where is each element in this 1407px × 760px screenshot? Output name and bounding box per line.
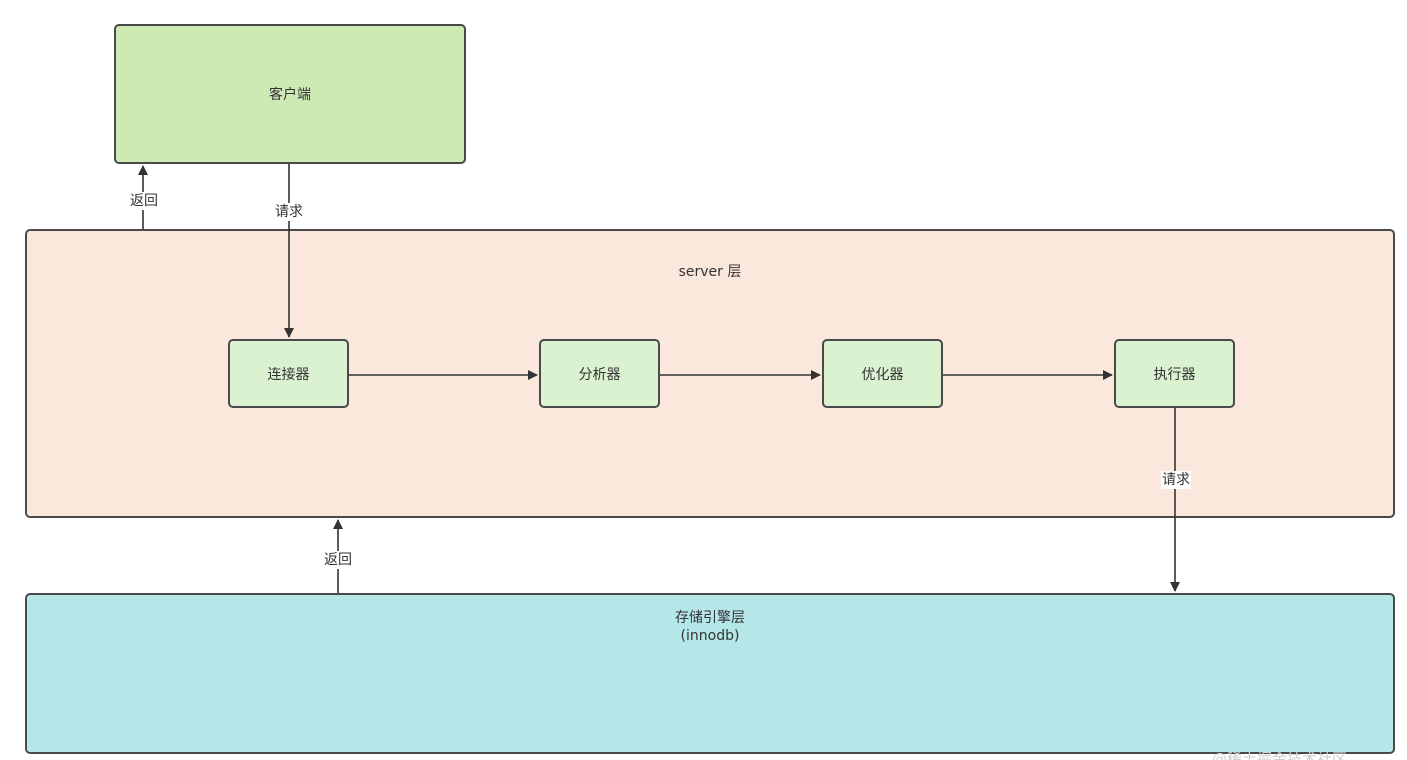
watermark: @稀土掘金技术社区	[1212, 750, 1348, 760]
edge-label-request-top: 请求	[274, 203, 304, 221]
executor-box: 执行器	[1114, 339, 1235, 408]
client-box: 客户端	[114, 24, 466, 164]
connector-box: 连接器	[228, 339, 349, 408]
analyzer-box: 分析器	[539, 339, 660, 408]
edge-label-return-bottom: 返回	[323, 551, 353, 569]
storage-engine-layer: 存储引擎层 (innodb)	[25, 593, 1395, 754]
storage-layer-name: 存储引擎层	[675, 610, 745, 626]
analyzer-label: 分析器	[578, 366, 621, 383]
executor-label: 执行器	[1153, 366, 1196, 383]
storage-engine-name: (innodb)	[680, 628, 740, 644]
optimizer-label: 优化器	[861, 366, 904, 383]
client-label: 客户端	[269, 87, 311, 103]
server-layer-title: server 层	[678, 264, 742, 280]
edge-label-return-top: 返回	[129, 192, 159, 210]
optimizer-box: 优化器	[822, 339, 943, 408]
edge-label-request-bottom: 请求	[1161, 471, 1191, 489]
connector-label: 连接器	[267, 366, 310, 383]
storage-layer-title: 存储引擎层 (innodb)	[27, 609, 1393, 645]
